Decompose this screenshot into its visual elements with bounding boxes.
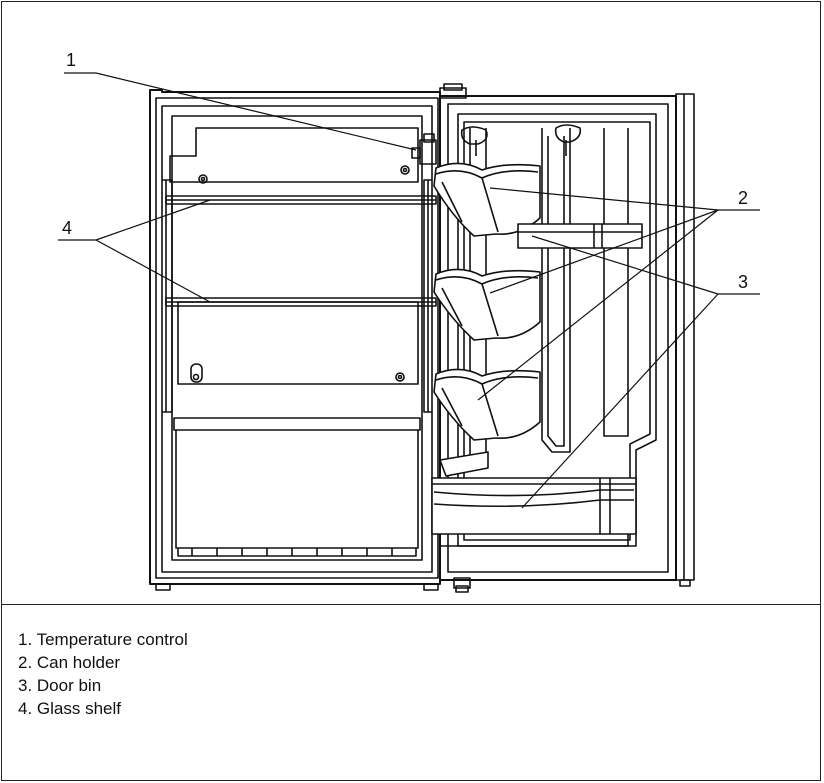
cabinet (149, 89, 441, 591)
callout-3-number: 3 (738, 272, 748, 292)
door-bin (431, 477, 637, 547)
callout-4-number: 4 (62, 218, 72, 238)
fridge-diagram: 1 4 2 3 (58, 50, 760, 593)
glass-shelf (165, 195, 437, 307)
leader-lines (58, 72, 760, 509)
legend-item-can-holder: 2. Can holder (18, 653, 121, 672)
callout-1-number: 1 (66, 50, 76, 70)
legend: 1. Temperature control 2. Can holder 3. … (18, 628, 188, 720)
legend-item-door-bin: 3. Door bin (18, 676, 102, 695)
legend-divider (1, 604, 821, 605)
legend-item-glass-shelf: 4. Glass shelf (18, 699, 121, 718)
legend-item-temperature-control: 1. Temperature control (18, 630, 188, 649)
door-shelf (517, 223, 643, 249)
door-hinges (439, 83, 471, 593)
temperature-control (411, 133, 437, 165)
callout-2-number: 2 (738, 188, 748, 208)
can-holder (433, 162, 541, 477)
